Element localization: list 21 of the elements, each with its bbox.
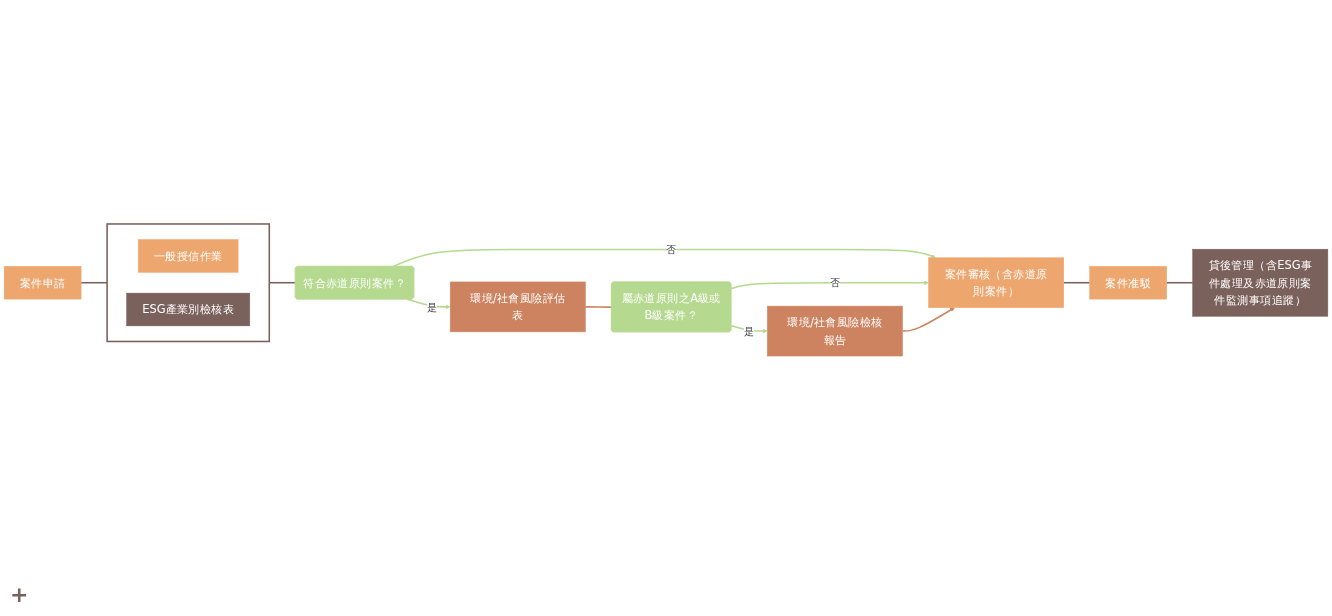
- node-box: 環境/社會風險評估表: [449, 281, 586, 333]
- arrow: [730, 280, 929, 290]
- node-box: 案件審核（含赤道原則案件）: [928, 257, 1064, 308]
- edge-label: 是: [426, 300, 438, 314]
- node-box: 案件准駁: [1089, 266, 1167, 300]
- connector: [1062, 281, 1091, 284]
- connector: [1165, 281, 1194, 284]
- plus-sign: +: [10, 582, 29, 607]
- edge-label: 否: [665, 243, 677, 256]
- node-box: 環境/社會風險檢核報告: [767, 305, 903, 357]
- edge-label: 否: [829, 276, 841, 289]
- connector: [80, 281, 108, 284]
- arrow: [901, 307, 955, 332]
- edge-label: 是: [743, 324, 755, 338]
- node-box: ESG產業別檢核表: [126, 292, 251, 327]
- arrow: [392, 248, 936, 268]
- node-box: 貸後管理（含ESG事件處理及赤道原則案件監測事項追蹤）: [1192, 248, 1329, 317]
- connector: [584, 306, 613, 308]
- node-box: 一般授信作業: [138, 239, 239, 273]
- node-box: 案件申請: [3, 266, 82, 300]
- cluster: [106, 223, 271, 343]
